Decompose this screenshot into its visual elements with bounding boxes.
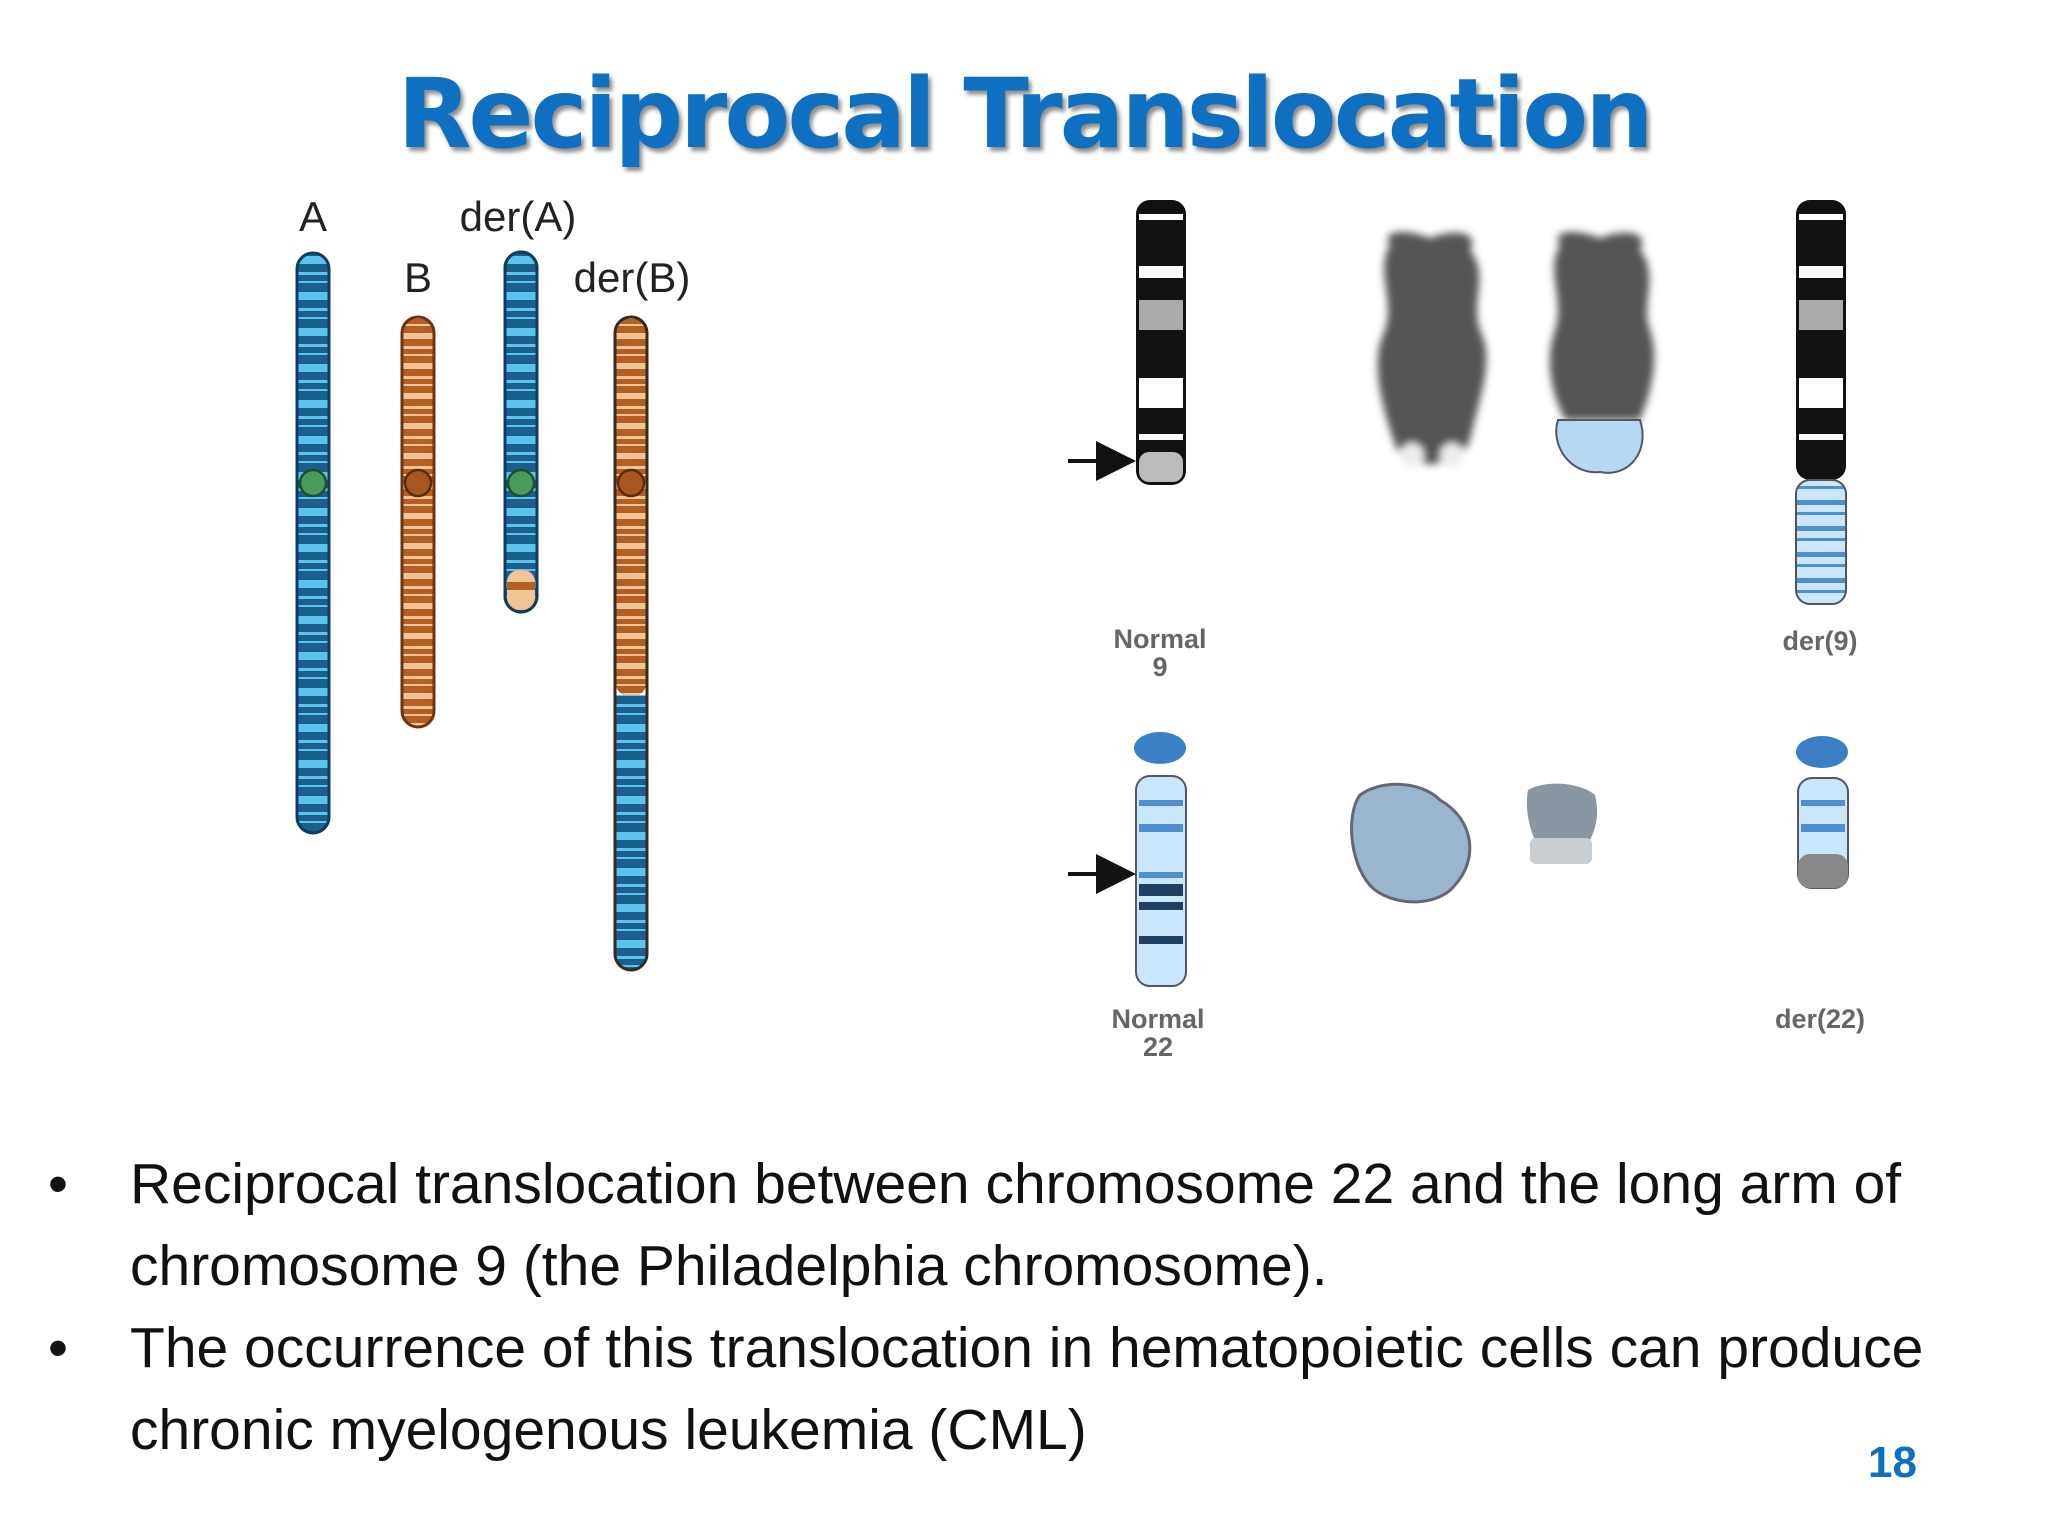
bullet-list: • Reciprocal translocation between chrom…: [48, 1143, 2028, 1471]
bullet-marker: •: [48, 1316, 68, 1380]
bullet-text: The occurrence of this translocation in …: [130, 1316, 1924, 1462]
centromere-a: [298, 468, 328, 498]
centromere-der-b: [616, 468, 646, 498]
label-der-9: der(9): [1782, 626, 1857, 656]
label-normal-22-line1: Normal: [1111, 1004, 1204, 1034]
bullet-item: • Reciprocal translocation between chrom…: [48, 1143, 2028, 1307]
chromosome-label-der-b: der(B): [574, 254, 691, 301]
chromosome-der-a: [503, 250, 539, 614]
ideogram-der-22: [1796, 736, 1849, 889]
label-normal-22-line2: 22: [1143, 1032, 1173, 1062]
ideogram-normal-22: [1134, 732, 1187, 987]
chromosome-der-b: [613, 315, 649, 972]
ideogram-der-9: [1795, 200, 1847, 605]
label-normal-9-line2: 9: [1152, 652, 1167, 682]
bullet-item: • The occurrence of this translocation i…: [48, 1307, 2028, 1471]
centromere-b: [403, 468, 433, 498]
translocation-figure: A B der(A) der(B) Normal 9: [295, 193, 1865, 1062]
chromosome-b: [400, 315, 436, 729]
label-normal-9-line1: Normal: [1113, 624, 1206, 654]
slide-title: Reciprocal Translocation: [397, 58, 1653, 170]
micrograph-der-9: [1549, 231, 1655, 474]
chromosome-label-a: A: [299, 193, 327, 240]
chromosome-label-b: B: [404, 254, 432, 301]
centromere-der-a: [506, 468, 536, 498]
micrograph-chromosome-22: [1350, 782, 1472, 904]
chromosome-a: [295, 251, 331, 835]
label-der-22: der(22): [1775, 1004, 1865, 1034]
micrograph-chromosome-9: [1377, 231, 1487, 467]
page-number: 18: [1868, 1438, 1917, 1487]
bullet-text: Reciprocal translocation between chromos…: [130, 1152, 1902, 1298]
chromosome-label-der-a: der(A): [460, 193, 577, 240]
micrograph-der-22: [1526, 783, 1598, 864]
bullet-marker: •: [48, 1152, 68, 1216]
ideogram-normal-9: [1136, 200, 1186, 485]
